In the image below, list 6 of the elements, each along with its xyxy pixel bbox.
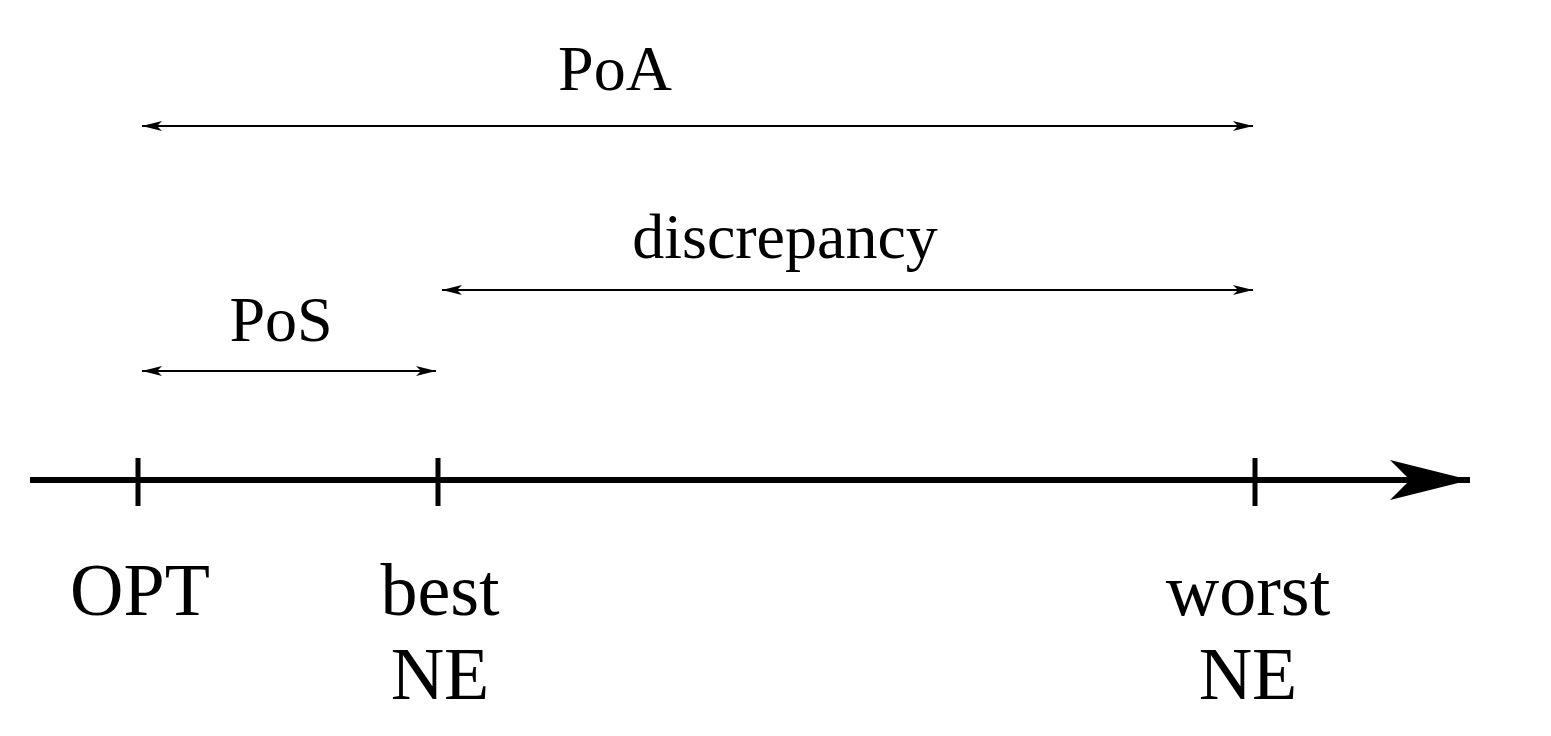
measure-label: PoS — [229, 283, 333, 357]
measure-label: PoA — [558, 32, 672, 106]
point-label: worst NE — [1164, 548, 1332, 716]
point-label: best NE — [379, 548, 501, 716]
measure-label: discrepancy — [632, 200, 938, 274]
point-label: OPT — [70, 548, 210, 633]
